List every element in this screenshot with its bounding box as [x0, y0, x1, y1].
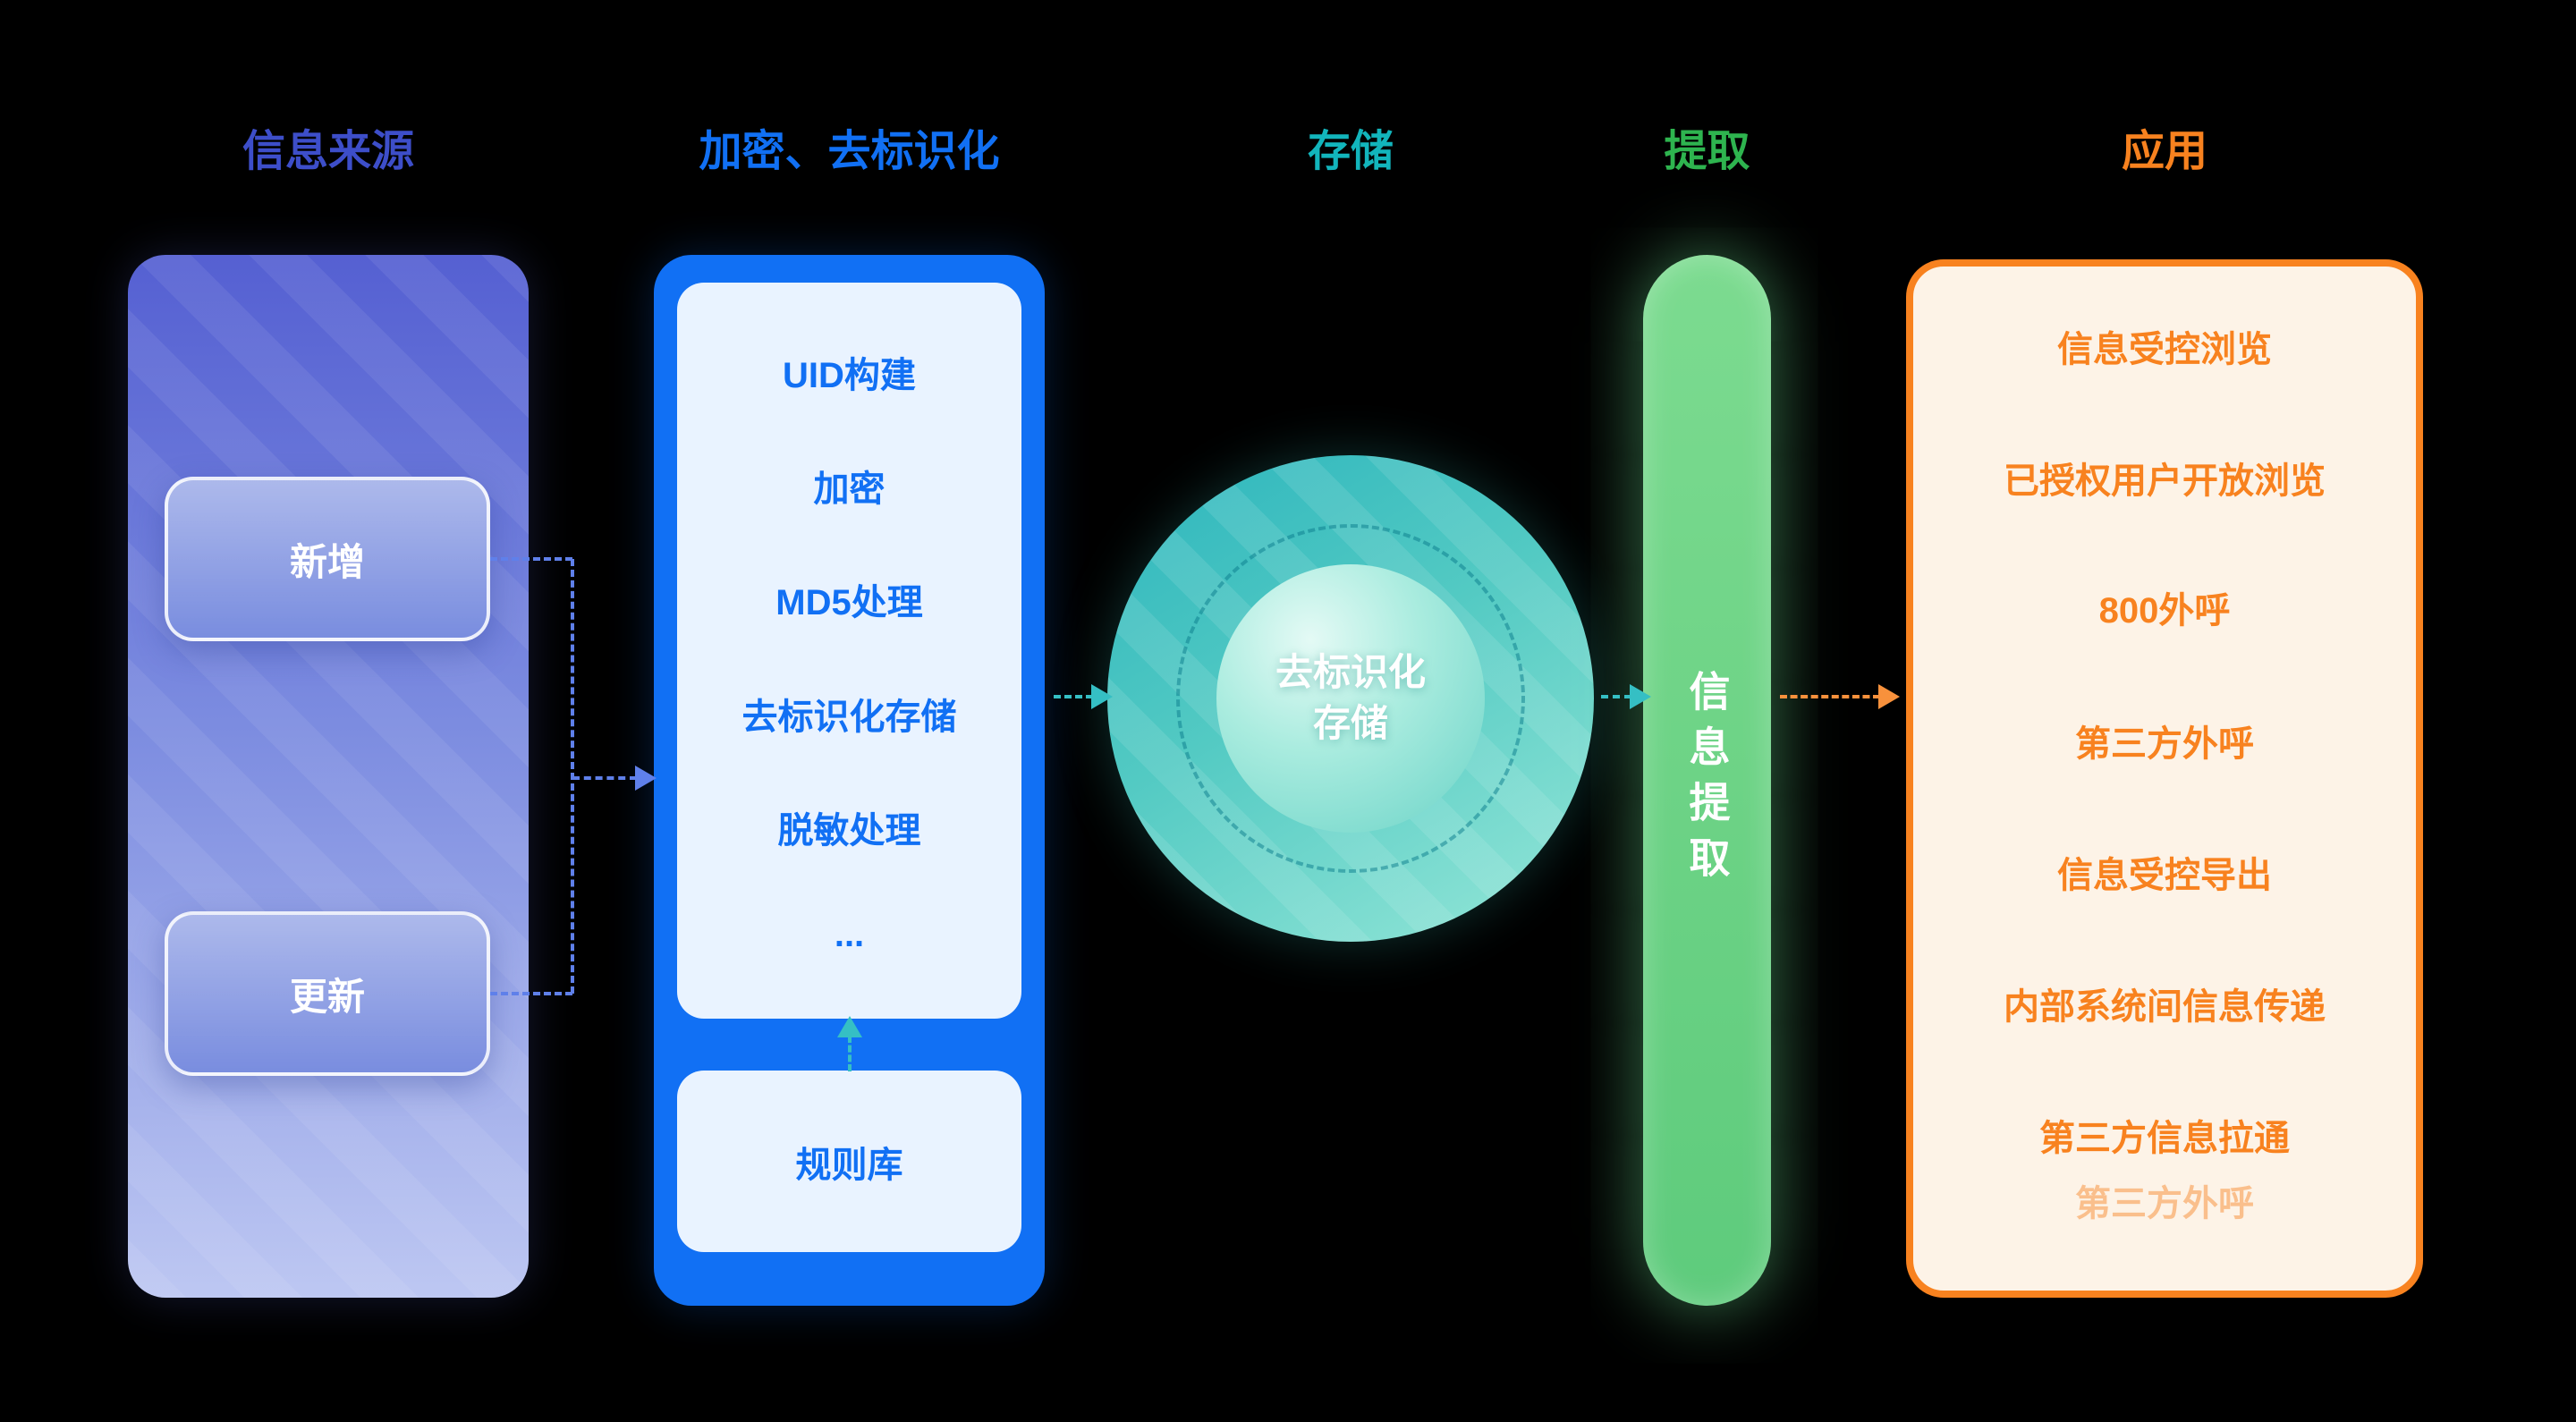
encrypt-steps-panel: UID构建 加密 MD5处理 去标识化存储 脱敏处理 ...: [677, 283, 1021, 1019]
column-title-apply: 应用: [2121, 128, 2207, 175]
storage-label-line1: 去标识化: [1275, 651, 1426, 694]
encrypt-step-deid: 去标识化存储: [741, 697, 957, 737]
apply-item: 信息受控导出: [2057, 856, 2272, 895]
storage-label-line2: 存储: [1312, 702, 1388, 744]
apply-item: 800外呼: [2098, 591, 2231, 631]
extract-bar: 信息提取: [1643, 255, 1771, 1306]
connector-extract-to-apply: [1780, 695, 1880, 698]
apply-item: 信息受控浏览: [2057, 330, 2272, 369]
source-new-box: 新增: [165, 477, 490, 641]
column-title-source: 信息来源: [242, 128, 414, 175]
apply-item-clipped: 第三方外呼: [2075, 1184, 2254, 1223]
connector-storage-to-extract: [1601, 695, 1631, 698]
connector-encrypt-to-storage: [1054, 695, 1093, 698]
arrow-right-icon: [1630, 684, 1651, 709]
rule-library-label: 规则库: [795, 1145, 903, 1185]
connector-update-to-merge: [490, 992, 572, 995]
apply-item: 内部系统间信息传递: [2004, 987, 2326, 1027]
source-update-box: 更新: [165, 911, 490, 1076]
arrow-up-icon: [837, 1016, 862, 1037]
encrypt-step-encrypt: 加密: [813, 469, 886, 509]
extract-label: 信息提取: [1683, 669, 1731, 892]
storage-node: 去标识化 存储: [1107, 455, 1594, 942]
connector-merge-to-encrypt: [572, 776, 637, 780]
apply-column: 信息受控浏览 已授权用户开放浏览 800外呼 第三方外呼 信息受控导出 内部系统…: [1906, 259, 2423, 1298]
column-title-encrypt: 加密、去标识化: [699, 128, 1000, 175]
encrypt-step-md5: MD5处理: [775, 583, 923, 623]
column-title-storage: 存储: [1307, 128, 1394, 175]
connector-new-to-merge: [490, 557, 572, 561]
arrow-right-icon: [1091, 684, 1113, 709]
storage-dashed-ring: [1176, 524, 1525, 873]
storage-core-circle: 去标识化 存储: [1216, 564, 1485, 833]
source-new-label: 新增: [289, 540, 365, 583]
arrow-right-icon: [1878, 684, 1900, 709]
encrypt-column: UID构建 加密 MD5处理 去标识化存储 脱敏处理 ... 规则库: [654, 255, 1045, 1306]
apply-item: 第三方外呼: [2075, 724, 2254, 764]
arrow-right-icon: [635, 766, 657, 791]
encrypt-step-desensit: 脱敏处理: [777, 810, 921, 851]
apply-item: 已授权用户开放浏览: [2004, 461, 2326, 501]
encrypt-step-ellipsis: ...: [834, 915, 865, 955]
rule-library-box: 规则库: [677, 1071, 1021, 1252]
source-update-label: 更新: [289, 975, 365, 1018]
encrypt-step-uid: UID构建: [783, 355, 916, 395]
connector-rule-to-steps: [848, 1036, 852, 1071]
apply-item: 第三方信息拉通: [2039, 1119, 2290, 1158]
column-title-extract: 提取: [1664, 128, 1750, 175]
source-column: 新增 更新: [128, 255, 529, 1298]
